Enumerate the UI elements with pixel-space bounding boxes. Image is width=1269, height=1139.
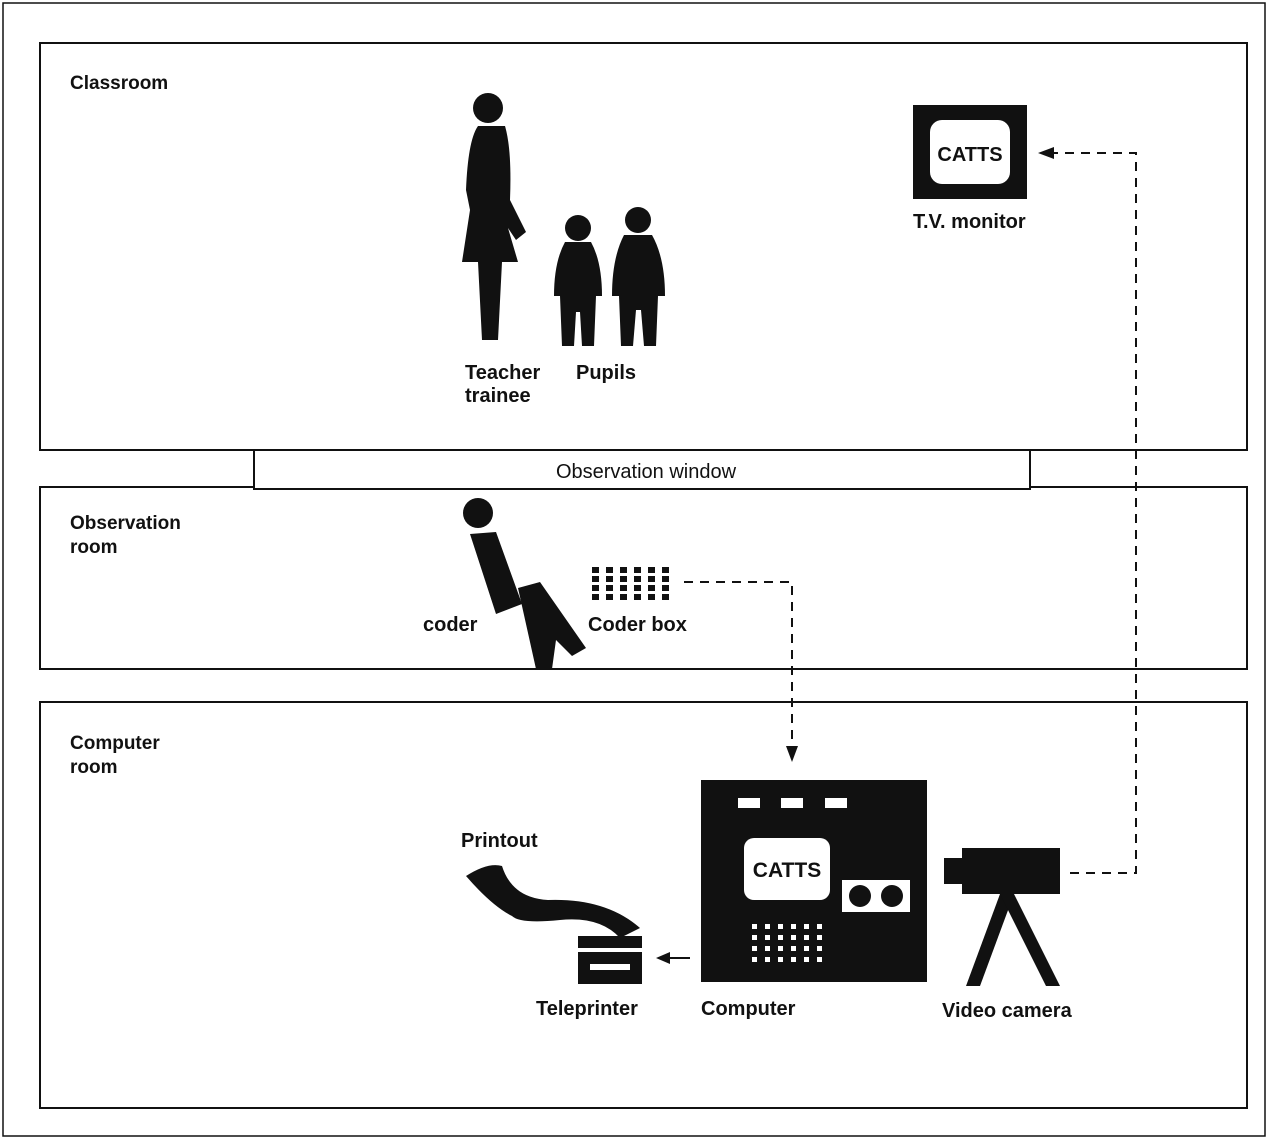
video-camera-label: Video camera bbox=[942, 1000, 1073, 1022]
pupil-figure-icon bbox=[554, 215, 602, 346]
key-dot bbox=[592, 567, 599, 573]
key-dot bbox=[620, 594, 627, 600]
coder-box-label: Coder box bbox=[588, 614, 687, 636]
classroom-panel: Classroom Teacher trainee Pupils CATTS T… bbox=[40, 43, 1247, 450]
tv-monitor-label: T.V. monitor bbox=[913, 211, 1026, 233]
key-dot bbox=[778, 946, 783, 951]
monitor-screen-text: CATTS bbox=[937, 144, 1002, 166]
arrowhead-to-computer bbox=[786, 746, 798, 762]
observation-window-label: Observation window bbox=[556, 461, 737, 483]
key-dot bbox=[778, 957, 783, 962]
camera-to-monitor-line bbox=[1054, 153, 1136, 873]
key-dot bbox=[606, 585, 613, 591]
teacher-figure-icon bbox=[462, 93, 526, 340]
key-dot bbox=[778, 924, 783, 929]
coder-seated-figure-icon bbox=[463, 498, 586, 669]
coder-box-to-computer-line bbox=[684, 582, 792, 748]
pupil-figure-icon bbox=[612, 207, 665, 346]
key-dot bbox=[648, 585, 655, 591]
computer-cabinet-icon: CATTS bbox=[701, 780, 927, 982]
key-dot bbox=[634, 576, 641, 582]
key-dot bbox=[752, 946, 757, 951]
key-dot bbox=[778, 935, 783, 940]
key-dot bbox=[765, 946, 770, 951]
observation-window: Observation window bbox=[254, 450, 1030, 489]
key-dot bbox=[791, 946, 796, 951]
pupils-label: Pupils bbox=[576, 362, 636, 384]
key-dot bbox=[662, 585, 669, 591]
key-dot bbox=[634, 585, 641, 591]
teleprinter-icon bbox=[578, 936, 642, 984]
observation-room-title-line1: Observation bbox=[70, 513, 181, 534]
key-dot bbox=[592, 594, 599, 600]
key-dot bbox=[817, 924, 822, 929]
computer-room-panel: Computer room Printout Teleprinter CATTS… bbox=[40, 702, 1247, 1108]
key-dot bbox=[620, 576, 627, 582]
computer-room-title-line2: room bbox=[70, 757, 118, 778]
computer-screen-text: CATTS bbox=[753, 859, 821, 882]
key-dot bbox=[634, 594, 641, 600]
key-dot bbox=[592, 585, 599, 591]
key-dot bbox=[620, 567, 627, 573]
key-dot bbox=[662, 567, 669, 573]
key-dot bbox=[791, 935, 796, 940]
key-dot bbox=[648, 576, 655, 582]
key-dot bbox=[765, 957, 770, 962]
key-dot bbox=[620, 585, 627, 591]
key-dot bbox=[606, 567, 613, 573]
teacher-label-line2: trainee bbox=[465, 385, 531, 407]
keypad-icon bbox=[592, 567, 669, 600]
key-dot bbox=[817, 946, 822, 951]
key-dot bbox=[752, 924, 757, 929]
video-camera-icon bbox=[944, 848, 1060, 986]
key-dot bbox=[606, 576, 613, 582]
key-dot bbox=[648, 594, 655, 600]
tv-monitor-icon: CATTS bbox=[913, 105, 1027, 199]
key-dot bbox=[662, 576, 669, 582]
observation-room-panel: Observation room coder Coder box bbox=[40, 487, 1247, 669]
printout-paper-icon bbox=[466, 865, 640, 938]
key-dot bbox=[662, 594, 669, 600]
arrowhead-to-teleprinter bbox=[656, 952, 670, 964]
classroom-title: Classroom bbox=[70, 73, 168, 94]
computer-label: Computer bbox=[701, 998, 796, 1020]
coder-label: coder bbox=[423, 614, 478, 636]
key-dot bbox=[765, 924, 770, 929]
key-dot bbox=[592, 576, 599, 582]
arrowhead-to-monitor bbox=[1038, 147, 1054, 159]
key-dot bbox=[752, 957, 757, 962]
key-dot bbox=[804, 935, 809, 940]
key-dot bbox=[817, 957, 822, 962]
teacher-label-line1: Teacher bbox=[465, 362, 540, 384]
key-dot bbox=[817, 935, 822, 940]
observation-room-title-line2: room bbox=[70, 537, 118, 558]
key-dot bbox=[765, 935, 770, 940]
teleprinter-label: Teleprinter bbox=[536, 998, 638, 1020]
key-dot bbox=[804, 946, 809, 951]
key-dot bbox=[752, 935, 757, 940]
computer-room-title-line1: Computer bbox=[70, 733, 160, 754]
key-dot bbox=[634, 567, 641, 573]
key-dot bbox=[804, 924, 809, 929]
key-dot bbox=[648, 567, 655, 573]
key-dot bbox=[804, 957, 809, 962]
printout-label: Printout bbox=[461, 830, 538, 852]
key-dot bbox=[791, 957, 796, 962]
key-dot bbox=[791, 924, 796, 929]
key-dot bbox=[606, 594, 613, 600]
